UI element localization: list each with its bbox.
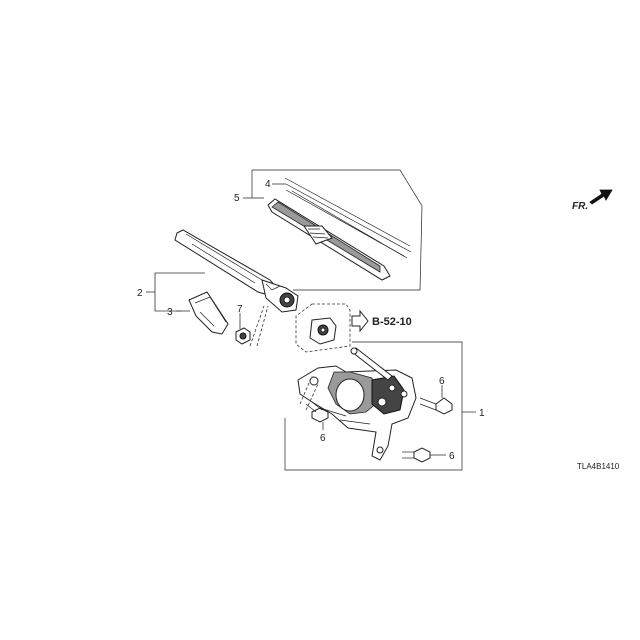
callout-7: 7 bbox=[237, 304, 243, 315]
motor-assembly-frame bbox=[284, 341, 476, 471]
wiper-blade bbox=[267, 198, 391, 281]
blade-rubber-strips bbox=[284, 177, 412, 259]
bolt-lower-right bbox=[402, 447, 431, 463]
bolt-upper-right bbox=[419, 397, 453, 415]
catalog-number: TLA4B1410 bbox=[577, 462, 620, 471]
pivot-grommet-group bbox=[295, 303, 351, 353]
bolt-leader-lines bbox=[322, 385, 446, 456]
callout-6-upper: 6 bbox=[439, 376, 445, 387]
callout-1: 1 bbox=[479, 408, 485, 419]
reference-arrow-icon bbox=[351, 309, 369, 333]
blade-assembly-frame bbox=[243, 169, 423, 291]
alignment-dash-lines bbox=[299, 375, 319, 411]
wiper-motor bbox=[297, 347, 417, 461]
bolt-left bbox=[305, 401, 329, 423]
flange-nut bbox=[235, 327, 251, 345]
callout-6-lower: 6 bbox=[449, 451, 455, 462]
callout-2: 2 bbox=[137, 288, 143, 299]
wiper-arm bbox=[174, 229, 299, 313]
arm-cover bbox=[188, 291, 229, 335]
direction-label: FR. bbox=[572, 201, 588, 212]
forward-direction-arrow-icon bbox=[589, 189, 613, 205]
callout-4: 4 bbox=[265, 179, 271, 190]
reference-code: B-52-10 bbox=[372, 316, 412, 328]
callout-6-left: 6 bbox=[320, 433, 326, 444]
callout-3: 3 bbox=[167, 307, 173, 318]
arm-leader-lines bbox=[146, 272, 269, 347]
callout-5: 5 bbox=[234, 193, 240, 204]
